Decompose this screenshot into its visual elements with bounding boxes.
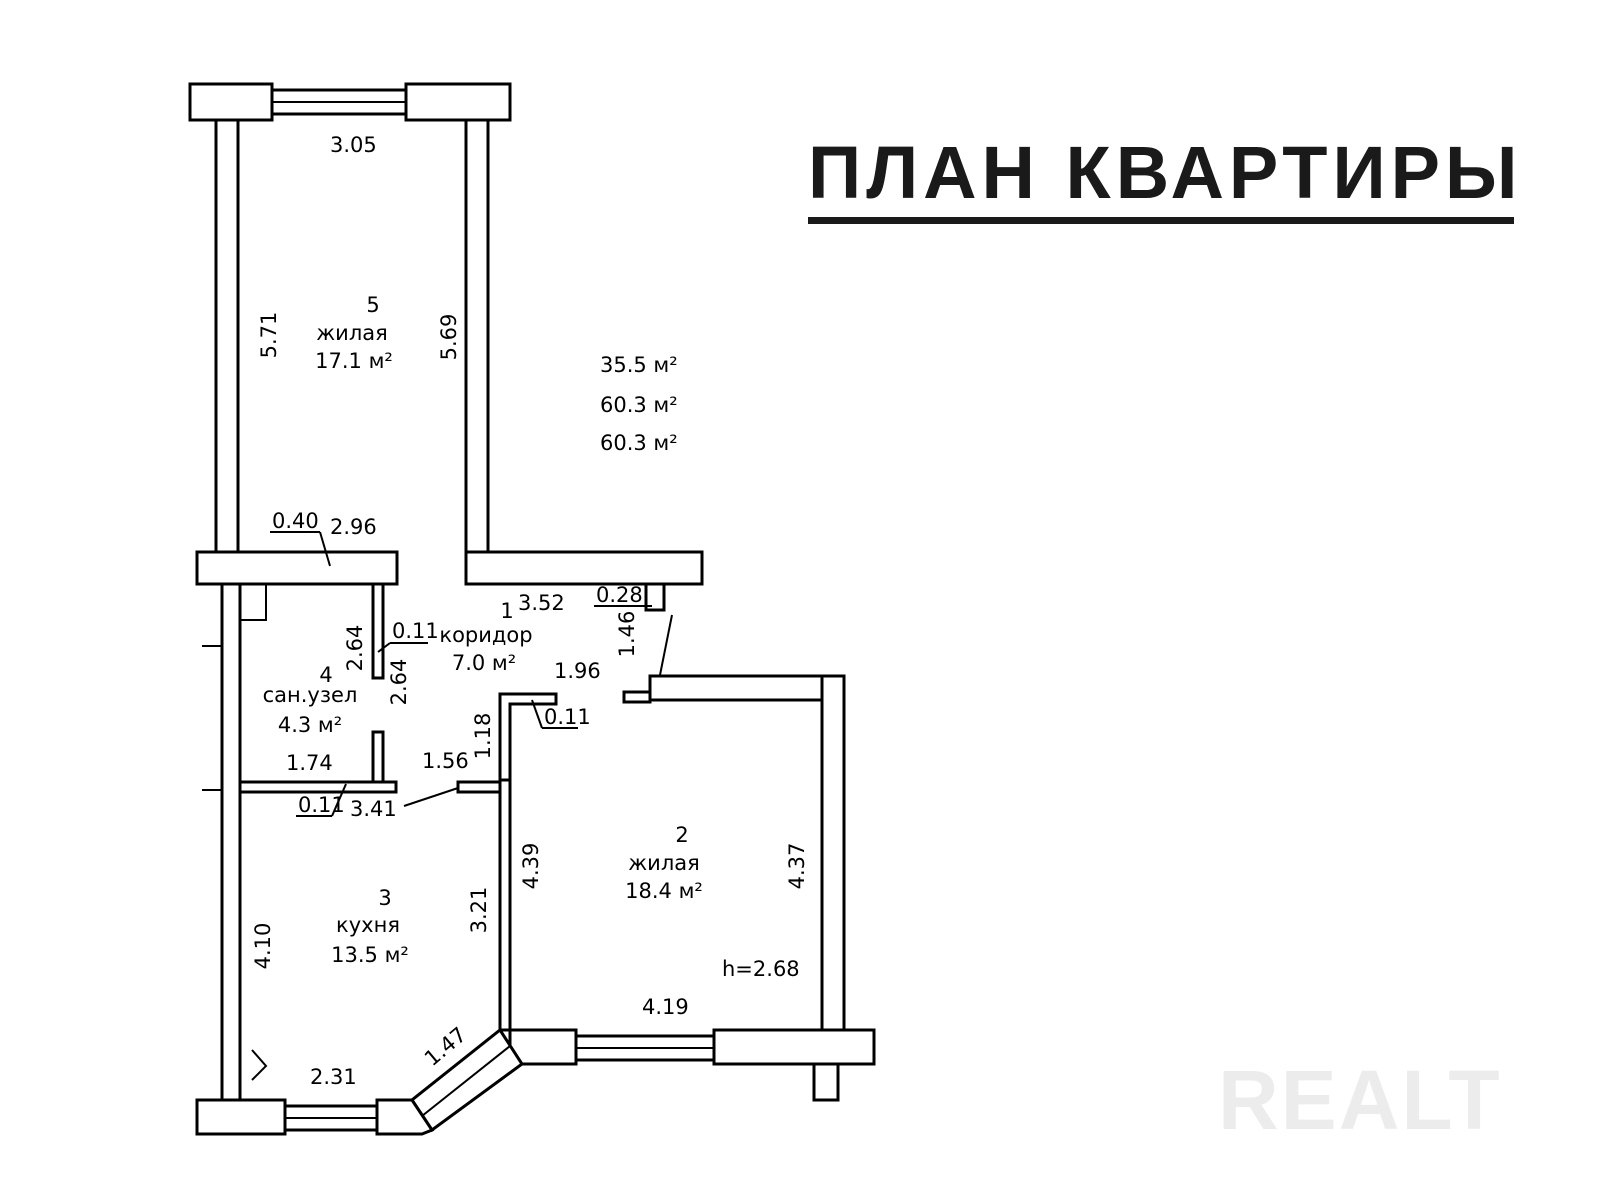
room5-right-wall [464, 118, 490, 554]
bottom-wall-right [712, 1028, 876, 1066]
room2-number: 2 [675, 823, 688, 847]
title-underline [808, 217, 1514, 224]
dim-3-41: 3.41 [350, 797, 397, 821]
dim-0-28: 0.28 [596, 583, 643, 607]
top-wall-right [404, 82, 512, 122]
dim-0-11-b: 0.11 [544, 705, 591, 729]
page-title: ПЛАН КВАРТИРЫ [808, 131, 1523, 214]
bath-partition [371, 582, 385, 680]
middle-wall-right [464, 550, 704, 586]
room1-area: 7.0 м² [452, 651, 516, 675]
dim-3-05: 3.05 [330, 133, 377, 157]
dim-3-21: 3.21 [467, 887, 491, 934]
dim-1-18: 1.18 [471, 713, 495, 760]
dim-0-11-a: 0.11 [392, 619, 439, 643]
dim-1-56: 1.56 [422, 749, 469, 773]
dim-4-37: 4.37 [785, 843, 809, 890]
bottom-stub [812, 1062, 840, 1102]
room3-area: 13.5 м² [331, 943, 409, 967]
dim-1-96: 1.96 [554, 659, 601, 683]
walls [188, 82, 876, 1136]
bottom-wall-left [195, 1098, 287, 1136]
room4-number: 4 [319, 663, 332, 687]
dim-5-71: 5.71 [257, 312, 281, 359]
room4-type: сан.узел [263, 683, 358, 707]
room2-left-wall [498, 778, 512, 1032]
dim-3-52: 3.52 [518, 591, 565, 615]
dim-4-19: 4.19 [642, 995, 689, 1019]
ceiling-height: h=2.68 [722, 957, 800, 981]
room5-area: 17.1 м² [315, 349, 393, 373]
summary-area-1: 35.5 м² [600, 353, 678, 377]
dim-5-69: 5.69 [437, 314, 461, 361]
bath-partition-lower [371, 730, 385, 784]
room3-type: кухня [336, 913, 400, 937]
bath-bottom-wall [238, 780, 398, 794]
dim-1-46: 1.46 [615, 611, 639, 658]
room5-type: жилая [316, 321, 388, 345]
dimensions: 3.05 5.71 5.69 0.40 2.96 3.52 0.28 1.46 … [251, 133, 809, 1089]
top-wall-left [188, 82, 274, 122]
dim-0-40: 0.40 [272, 509, 319, 533]
bottom-wall-mid [508, 1028, 578, 1066]
summary-area-2: 60.3 м² [600, 393, 678, 417]
summary-area-3: 60.3 м² [600, 431, 678, 455]
room2-area: 18.4 м² [625, 879, 703, 903]
watermark: REALT [1218, 1053, 1502, 1147]
room2-type: жилая [628, 851, 700, 875]
room3-number: 3 [378, 886, 391, 910]
room1-number: 1 [500, 599, 513, 623]
kitchen-stub [456, 780, 502, 794]
room4-area: 4.3 м² [278, 713, 342, 737]
room2-right-wall [820, 674, 846, 1038]
room2-top-wall [648, 674, 824, 702]
dim-2-96: 2.96 [330, 515, 377, 539]
dim-4-39: 4.39 [519, 843, 543, 890]
dim-2-31: 2.31 [310, 1065, 357, 1089]
left-wall-lower [220, 582, 242, 1102]
left-wall-upper [214, 118, 240, 554]
dim-2-64-a: 2.64 [343, 625, 367, 672]
room5-number: 5 [366, 293, 379, 317]
vent-icon [251, 1049, 268, 1081]
room2-top-stub [622, 690, 652, 704]
room-labels: 5 жилая 17.1 м² 1 коридор 7.0 м² 4 сан.у… [263, 293, 703, 967]
middle-wall-left [195, 550, 399, 586]
stub-028 [644, 582, 666, 612]
dim-1-74: 1.74 [286, 751, 333, 775]
room1-type: коридор [439, 623, 532, 647]
dim-2-64-b: 2.64 [387, 659, 411, 706]
area-summary: 35.5 м² 60.3 м² 60.3 м² [600, 353, 678, 455]
dim-4-10: 4.10 [251, 923, 275, 970]
